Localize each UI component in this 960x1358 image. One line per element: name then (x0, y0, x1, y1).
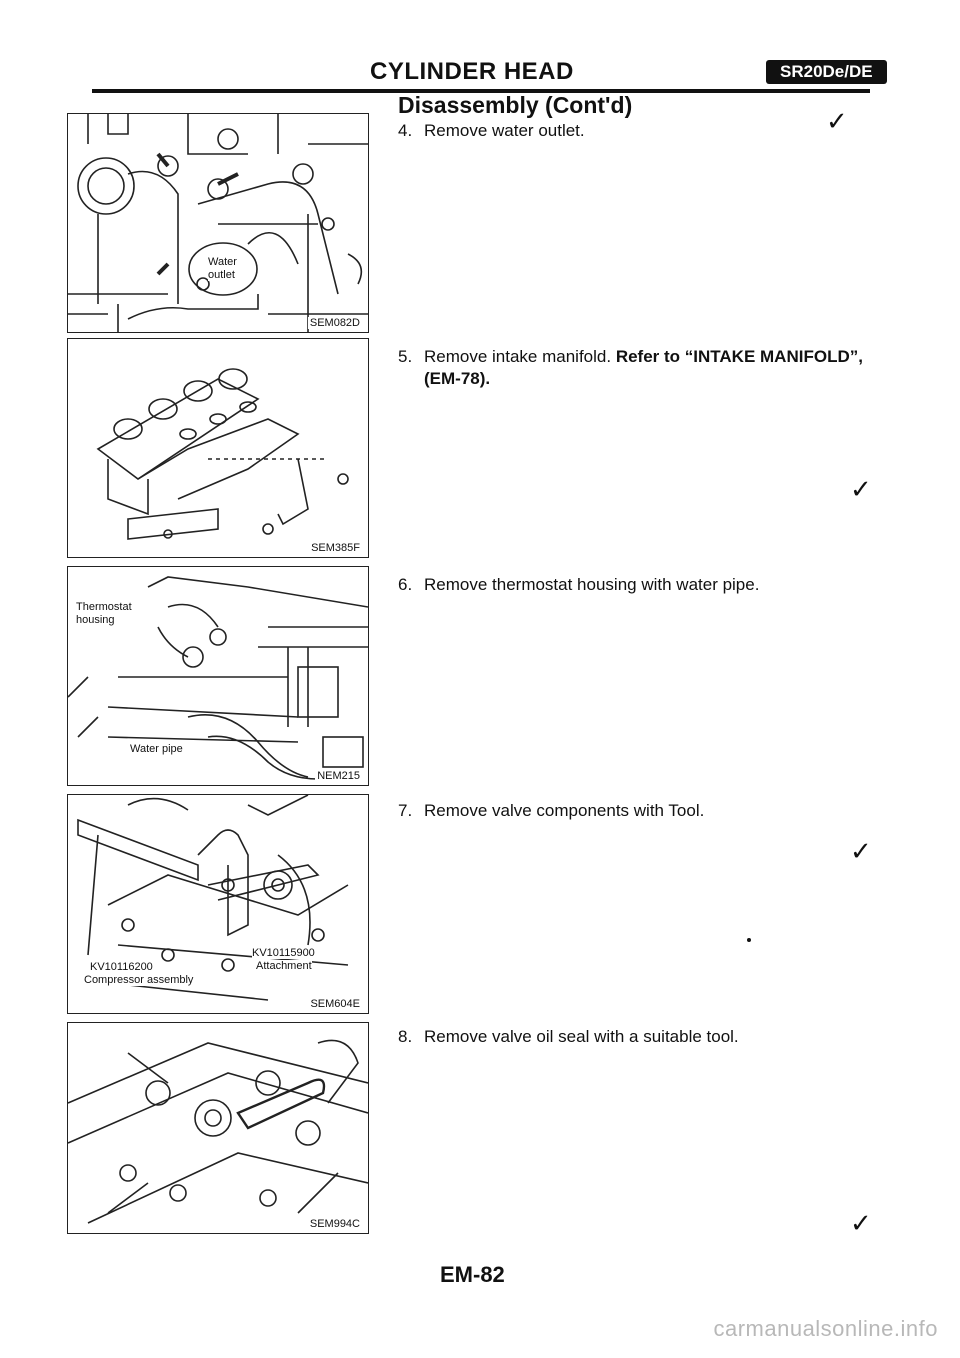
header-rule (92, 89, 870, 93)
step-number: 7. (398, 801, 413, 820)
step-number: 6. (398, 575, 413, 594)
step-8: 8. Remove valve oil seal with a suitable … (398, 1026, 918, 1048)
figure-code: SEM385F (309, 542, 362, 554)
figure-label: Attachment (256, 960, 312, 972)
section-title: Disassembly (Cont'd) (398, 92, 633, 118)
step-text: Remove water outlet. (424, 121, 585, 140)
check-mark-icon: ✓ (826, 106, 848, 136)
step-text: Remove intake manifold. (424, 347, 612, 366)
step-reference-page: (EM-78). (424, 369, 491, 388)
step-number: 8. (398, 1027, 413, 1046)
figure-valve-compressor: KV10116200 Compressor assembly KV1011590… (67, 794, 369, 1014)
figure-label: housing (76, 614, 115, 626)
engine-badge: SR20De/DE (766, 60, 887, 84)
figure-label: outlet (208, 269, 235, 281)
page-number: EM-82 (440, 1262, 505, 1287)
figure-code: NEM215 (315, 770, 362, 782)
figure-code: SEM082D (307, 317, 362, 329)
step-text: Remove valve components with Tool. (424, 801, 705, 820)
speck (747, 938, 751, 942)
step-reference: Refer to “INTAKE MANIFOLD”, (615, 347, 863, 366)
check-mark-icon: ✓ (850, 836, 872, 866)
figure-thermostat-housing: Thermostat housing Water pipe NEM215 (67, 566, 369, 786)
water-outlet-illustration (68, 114, 368, 332)
figure-label: KV10116200 (90, 961, 153, 973)
thermostat-housing-illustration (68, 576, 368, 780)
figure-code: SEM604E (308, 998, 362, 1010)
step-number: 4. (398, 121, 413, 140)
check-mark-icon: ✓ (850, 474, 872, 504)
page-header-title: CYLINDER HEAD (370, 58, 574, 85)
figure-code: SEM994C (307, 1218, 362, 1230)
intake-manifold-illustration (96, 368, 349, 540)
step-6: 6. Remove thermostat housing with water p… (398, 574, 918, 596)
watermark: carmanualsonline.info (713, 1316, 938, 1341)
step-5: 5. Remove intake manifold. Refer to “INTA… (398, 346, 918, 390)
valve-oil-seal-illustration (68, 1039, 368, 1224)
step-7: 7. Remove valve components with Tool. (398, 800, 918, 822)
check-mark-icon: ✓ (850, 1208, 872, 1238)
step-text: Remove thermostat housing with water pip… (424, 575, 760, 594)
figure-water-outlet: Water outlet SEM082D (67, 113, 369, 333)
figure-label: Compressor assembly (84, 974, 194, 986)
figure-valve-oil-seal: SEM994C (67, 1022, 369, 1234)
figure-label: Thermostat (76, 601, 132, 613)
step-number: 5. (398, 347, 413, 366)
step-4: 4. Remove water outlet. (398, 120, 918, 142)
figure-label: Water (208, 256, 237, 268)
step-text: Remove valve oil seal with a suitable to… (424, 1027, 739, 1046)
figure-label: KV10115900 (252, 947, 315, 959)
figure-intake-manifold: SEM385F (67, 338, 369, 558)
figure-label: Water pipe (130, 743, 183, 755)
